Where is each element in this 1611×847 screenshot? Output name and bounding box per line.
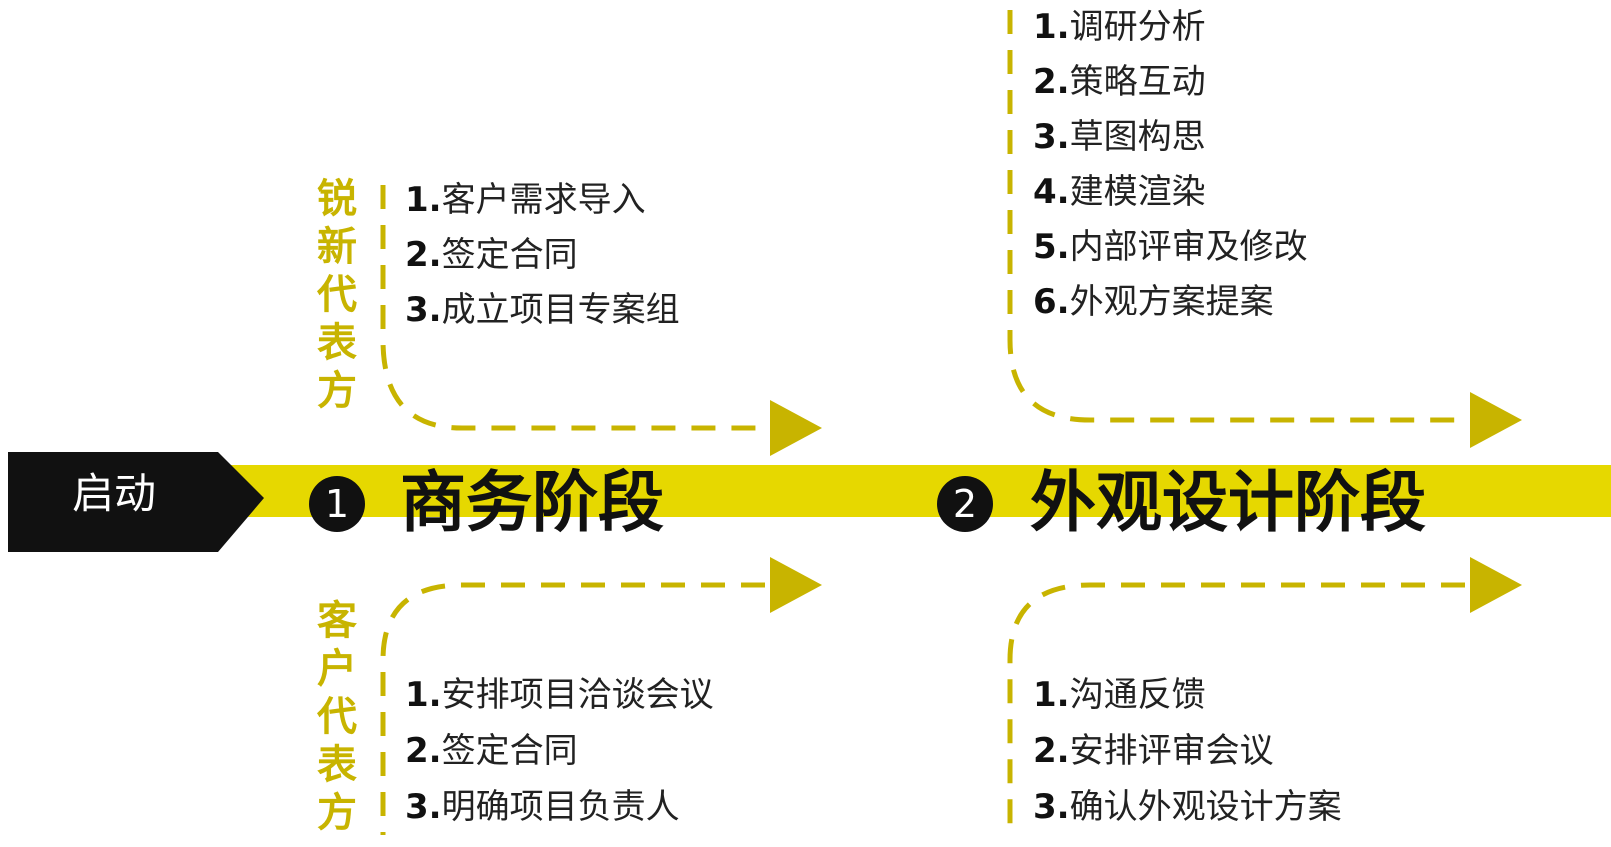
item-text: 安排评审会议 <box>1069 731 1274 771</box>
item-text: 内部评审及修改 <box>1069 227 1308 267</box>
item-number: 2. <box>1033 62 1070 102</box>
item-number: 1. <box>405 675 442 715</box>
arrowhead-design-top <box>1470 392 1522 448</box>
item-text: 明确项目负责人 <box>441 787 680 827</box>
list-item: 2.签定合同 <box>405 727 714 783</box>
item-text: 确认外观设计方案 <box>1069 787 1342 827</box>
list-item: 1.调研分析 <box>1033 3 1308 58</box>
list-item: 3.成立项目专案组 <box>405 286 680 341</box>
item-number: 2. <box>405 731 442 771</box>
list-item: 3.明确项目负责人 <box>405 783 714 839</box>
list-item: 6.外观方案提案 <box>1033 278 1308 333</box>
item-text: 安排项目洽谈会议 <box>441 675 714 715</box>
start-label: 启动 <box>72 469 157 518</box>
item-number: 4. <box>1033 172 1070 212</box>
stage-number-badge: 1 <box>309 476 365 532</box>
item-number: 2. <box>1033 731 1070 771</box>
item-text: 签定合同 <box>441 731 578 771</box>
side-label-supplier: 锐新代表方 <box>317 176 357 414</box>
list-item: 2.安排评审会议 <box>1033 727 1342 783</box>
item-text: 成立项目专案组 <box>441 290 680 330</box>
item-number: 1. <box>1033 675 1070 715</box>
list-item: 3.草图构思 <box>1033 113 1308 168</box>
task-list-business-top: 1.客户需求导入 2.签定合同 3.成立项目专案组 <box>405 176 680 341</box>
list-item: 2.签定合同 <box>405 231 680 286</box>
item-text: 外观方案提案 <box>1069 282 1274 322</box>
list-item: 5.内部评审及修改 <box>1033 223 1308 278</box>
list-item: 4.建模渲染 <box>1033 168 1308 223</box>
branch-path-business-top <box>380 185 765 431</box>
item-number: 3. <box>405 290 442 330</box>
item-number: 1. <box>405 180 442 220</box>
item-number: 5. <box>1033 227 1070 267</box>
list-item: 1.安排项目洽谈会议 <box>405 671 714 727</box>
arrowhead-business-bottom <box>770 557 822 613</box>
item-number: 3. <box>405 787 442 827</box>
stage-number-badge: 2 <box>937 476 993 532</box>
list-item: 2.策略互动 <box>1033 58 1308 113</box>
task-list-business-bottom: 1.安排项目洽谈会议 2.签定合同 3.明确项目负责人 <box>405 671 714 839</box>
item-text: 草图构思 <box>1069 117 1206 157</box>
start-arrow-block <box>8 452 264 552</box>
side-label-client: 客户代表方 <box>317 598 357 836</box>
main-flow-band <box>230 465 1611 517</box>
item-text: 建模渲染 <box>1069 172 1206 212</box>
list-item: 3.确认外观设计方案 <box>1033 783 1342 839</box>
task-list-design-top: 1.调研分析 2.策略互动 3.草图构思 4.建模渲染 5.内部评审及修改 6.… <box>1033 3 1308 333</box>
item-number: 3. <box>1033 117 1070 157</box>
list-item: 1.沟通反馈 <box>1033 671 1342 727</box>
task-list-design-bottom: 1.沟通反馈 2.安排评审会议 3.确认外观设计方案 <box>1033 671 1342 839</box>
list-item: 1.客户需求导入 <box>405 176 680 231</box>
arrowhead-business-top <box>770 400 822 456</box>
item-number: 6. <box>1033 282 1070 322</box>
item-text: 客户需求导入 <box>441 180 646 220</box>
item-text: 签定合同 <box>441 235 578 275</box>
item-text: 策略互动 <box>1069 62 1206 102</box>
stage-title-business: 商务阶段 <box>400 464 664 541</box>
item-number: 1. <box>1033 7 1070 47</box>
item-number: 2. <box>405 235 442 275</box>
branch-path-business-bottom <box>380 582 765 835</box>
item-text: 调研分析 <box>1069 7 1206 47</box>
arrowhead-design-bottom <box>1470 557 1522 613</box>
branch-path-design-bottom <box>1007 582 1465 835</box>
stage-title-design: 外观设计阶段 <box>1030 464 1426 541</box>
item-text: 沟通反馈 <box>1069 675 1206 715</box>
item-number: 3. <box>1033 787 1070 827</box>
branch-path-design-top <box>1007 10 1465 423</box>
